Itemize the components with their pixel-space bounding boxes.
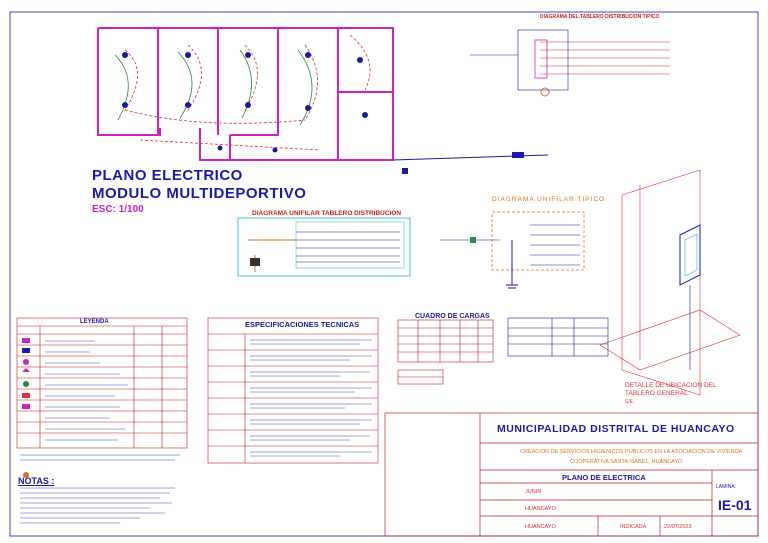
detail-title-line1: DETALLE DE UBICACION DEL [625, 382, 717, 389]
leyenda-table [16, 317, 188, 449]
tb-lamina-code: IE-01 [718, 497, 752, 513]
tb-distrito: HUANCAYO [525, 524, 556, 530]
leyenda-text-lines [45, 340, 128, 441]
cuadro-cargas-title: CUADRO DE CARGAS [415, 313, 490, 320]
tb-escala: INDICADA [620, 524, 647, 530]
leyenda-symbols [22, 338, 30, 478]
plan-scale: ESC: 1/100 [92, 204, 144, 215]
top-right-diagram-title: DIAGRAMA DEL TABLERO DISTRIBUCION TIPICO [540, 14, 660, 20]
detail-isometric [599, 169, 741, 396]
circuits-green [114, 49, 313, 126]
tb-entity: MUNICIPALIDAD DISTRITAL DE HUANCAYO [497, 423, 735, 435]
title-block [384, 412, 759, 537]
top-right-board-diagram [470, 29, 670, 97]
leyenda-title: LEYENDA [80, 319, 109, 325]
tb-fecha: 22/07/2023 [664, 524, 692, 530]
unifilar-distribution-diagram [237, 217, 411, 277]
detail-title-line2: TABLERO GENERAL [625, 390, 688, 397]
unifilar-tipico-title: DIAGRAMA UNIFILAR TIPICO [492, 196, 606, 203]
walls [97, 27, 394, 161]
circuits [124, 34, 371, 151]
plan-title-line1: PLANO ELECTRICO [92, 167, 243, 184]
tb-project-line2: COOPERATIVA SANTA ISABEL, HUANCAYO [570, 459, 683, 465]
detail-scale: S/E [625, 399, 634, 405]
tb-project-line1: CREACION DE SERVICIOS HIGIENICOS PUBLICO… [520, 449, 743, 455]
especificaciones-text-lines [250, 339, 372, 457]
unifilar-diagram-title: DIAGRAMA UNIFILAR TABLERO DISTRIBUCION [252, 210, 402, 217]
plan-title-line2: MODULO MULTIDEPORTIVO [92, 185, 307, 202]
tb-region: JUNIN [525, 489, 542, 495]
meter-box [512, 152, 524, 158]
notas-title: NOTAS : [18, 476, 55, 486]
tb-provincia: HUANCAYO [525, 506, 556, 512]
unifilar-tipico-diagram [440, 211, 585, 289]
lamps [122, 52, 368, 153]
sheet-border [9, 11, 759, 537]
cuadro-cargas-right-table [507, 317, 609, 357]
pole [402, 168, 408, 174]
tb-lamina-label: LAMINA: [716, 484, 737, 490]
tb-plano: PLANO DE ELECTRICA [562, 473, 646, 482]
especificaciones-table [207, 317, 379, 464]
cuadro-cargas-table [397, 319, 494, 385]
especificaciones-title: ESPECIFICACIONES TECNICAS [245, 320, 360, 329]
